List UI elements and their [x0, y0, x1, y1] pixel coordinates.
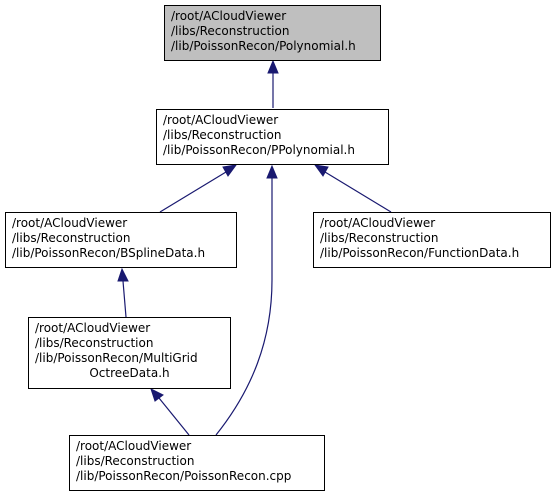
node-poissonrecon-cpp[interactable]: /root/ACloudViewer /libs/Reconstruction …	[69, 435, 325, 491]
node-label-line: /lib/PoissonRecon/BSplineData.h	[12, 246, 206, 260]
node-label-line: /libs/Reconstruction	[163, 128, 282, 142]
node-label-line: /lib/PoissonRecon/FunctionData.h	[320, 246, 520, 260]
edge-function-to-ppolynomial	[313, 164, 392, 213]
edge-arrowhead	[150, 388, 164, 402]
edge-arrowhead	[313, 164, 329, 177]
node-label-line: /lib/PoissonRecon/MultiGrid	[35, 351, 198, 365]
edge-line	[215, 178, 273, 436]
edge-arrowhead	[117, 267, 129, 282]
node-label-line: /lib/PoissonRecon/Polynomial.h	[171, 39, 356, 53]
edge-arrowhead	[266, 164, 278, 179]
node-label-line: /libs/Reconstruction	[76, 454, 195, 468]
node-label-line: /libs/Reconstruction	[12, 231, 131, 245]
node-label-line: OctreeData.h	[89, 366, 170, 380]
edge-line	[122, 280, 127, 318]
edge-poissoncpp-to-multigrid	[150, 388, 190, 436]
node-label-line: /root/ACloudViewer	[35, 321, 151, 335]
edge-bspline-to-ppolynomial	[159, 164, 238, 213]
node-label-line: /lib/PoissonRecon/PPolynomial.h	[163, 143, 355, 157]
node-label-line: /libs/Reconstruction	[171, 24, 290, 38]
edge-line	[158, 397, 190, 436]
node-label-line: /root/ACloudViewer	[320, 216, 436, 230]
edge-arrowhead	[267, 59, 279, 74]
node-ppolynomial-h[interactable]: /root/ACloudViewer /libs/Reconstruction …	[156, 109, 389, 165]
node-functiondata-h[interactable]: /root/ACloudViewer /libs/Reconstruction …	[313, 212, 551, 268]
node-label-line: /libs/Reconstruction	[320, 231, 439, 245]
edge-line	[159, 171, 227, 213]
node-label-line: /root/ACloudViewer	[163, 113, 279, 127]
node-label-line: /root/ACloudViewer	[171, 9, 287, 23]
edge-multigrid-to-bspline	[117, 267, 129, 318]
edge-line	[324, 171, 392, 213]
node-multigridoctreedata-h[interactable]: /root/ACloudViewer /libs/Reconstruction …	[28, 317, 231, 389]
node-bsplinedata-h[interactable]: /root/ACloudViewer /libs/Reconstruction …	[5, 212, 237, 268]
node-label-line: /root/ACloudViewer	[76, 439, 192, 453]
edge-arrowhead	[222, 164, 238, 177]
edge-ppolynomial-to-polynomial	[267, 59, 279, 108]
edge-poissoncpp-to-ppolynomial	[215, 164, 278, 436]
node-label-line: /lib/PoissonRecon/PoissonRecon.cpp	[76, 469, 292, 483]
node-polynomial-h: /root/ACloudViewer /libs/Reconstruction …	[164, 5, 381, 61]
node-label-line: /libs/Reconstruction	[35, 336, 154, 350]
node-label-line: /root/ACloudViewer	[12, 216, 128, 230]
